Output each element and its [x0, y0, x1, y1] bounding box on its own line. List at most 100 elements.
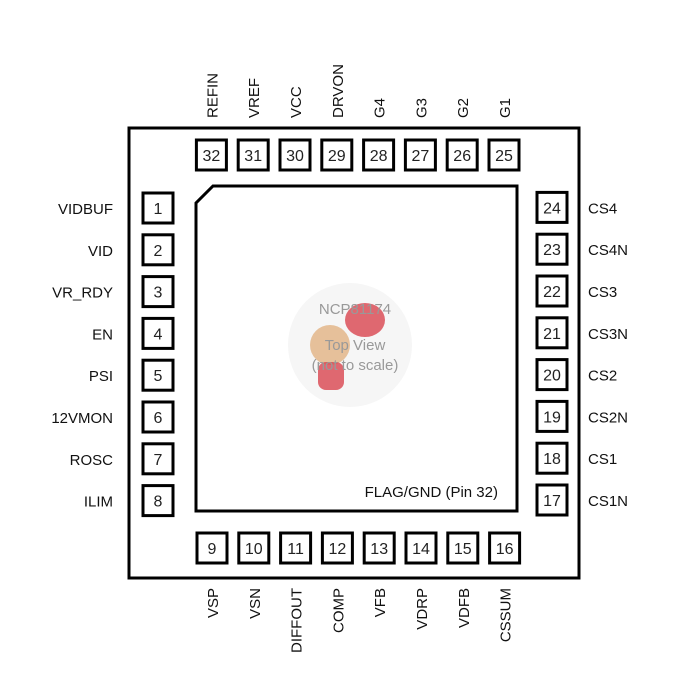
- pin-name: PSI: [89, 368, 113, 385]
- bear-icon: [310, 325, 350, 365]
- pin-5: 5 PSI: [89, 358, 175, 392]
- pin-name: ROSC: [70, 452, 114, 469]
- pin-name: CS3: [588, 284, 617, 301]
- pin-pad: [362, 531, 396, 565]
- pin-pad: [535, 190, 569, 224]
- flag-label: FLAG/GND (Pin 32): [365, 484, 498, 501]
- pin-pad: [445, 138, 479, 172]
- pin-number: 4: [154, 326, 163, 343]
- pin-name: CS4: [588, 200, 617, 217]
- pin-name: CS1N: [588, 493, 628, 510]
- pin-name: G3: [413, 98, 430, 118]
- pin-23: 23 CS4N: [535, 232, 628, 266]
- pin-number: 25: [495, 148, 513, 165]
- pin-name: CS1: [588, 451, 617, 468]
- pin-number: 8: [154, 494, 163, 511]
- pin-name: CSSUM: [498, 588, 515, 642]
- pin-pad: [320, 531, 354, 565]
- scale-note: (not to scale): [312, 357, 399, 374]
- pin-name: CS2: [588, 368, 617, 385]
- view-label: Top View: [325, 337, 386, 354]
- pin-number: 3: [154, 285, 163, 302]
- pin-31: 31 VREF: [236, 78, 270, 172]
- pin-number: 23: [543, 242, 561, 259]
- pin-number: 1: [154, 201, 163, 218]
- part-number: NCP81174: [319, 301, 391, 318]
- pin-name: ILIM: [84, 494, 113, 511]
- pin-number: 9: [208, 541, 217, 558]
- pin-name: DRVON: [330, 64, 347, 118]
- watermark: [288, 283, 412, 407]
- pin-19: 19 CS2N: [535, 399, 628, 433]
- pin-name: CS4N: [588, 242, 628, 259]
- package-outline: [127, 126, 581, 580]
- pin-number: 19: [543, 409, 561, 426]
- pin-4: 4EN: [92, 316, 175, 350]
- pin-name: VCC: [288, 86, 305, 118]
- pin-17: 17 CS1N: [535, 483, 628, 517]
- pin-number: 10: [245, 541, 263, 558]
- pin-name: VFB: [372, 588, 389, 617]
- pin-name: VSN: [247, 588, 264, 619]
- pin-pad: [141, 442, 175, 476]
- pin-number: 20: [543, 368, 561, 385]
- pin-number: 12: [329, 541, 347, 558]
- pin-number: 30: [286, 148, 304, 165]
- pin-pad: [487, 138, 521, 172]
- pin-number: 16: [496, 541, 514, 558]
- pin-24: 24 CS4: [535, 190, 617, 224]
- pin-number: 28: [370, 148, 388, 165]
- exposed-pad: [194, 184, 519, 513]
- pin-26: 26 G2: [445, 98, 479, 172]
- pin-number: 14: [412, 541, 430, 558]
- pin-number: 11: [287, 541, 304, 558]
- pin-name: VSP: [205, 588, 222, 618]
- pin-pad: [237, 531, 271, 565]
- pin-name: COMP: [330, 588, 347, 633]
- pin-number: 7: [154, 452, 163, 469]
- pin-8: 8 ILIM: [84, 484, 175, 518]
- pin-name: VR_RDY: [52, 285, 113, 302]
- pin-name: 12VMON: [51, 410, 113, 427]
- pin-number: 24: [543, 200, 561, 217]
- pin-pad: [535, 316, 569, 350]
- pin-name: G4: [372, 98, 389, 118]
- pin-pad: [278, 138, 312, 172]
- pin-number: 27: [412, 148, 430, 165]
- pin-name: G2: [455, 98, 472, 118]
- pin-pad: [488, 531, 522, 565]
- pin-name: VDRP: [414, 588, 431, 630]
- pin-pad: [535, 232, 569, 266]
- pin-pad: [535, 358, 569, 392]
- pin-name: REFIN: [204, 73, 221, 118]
- pin-pad: [362, 138, 396, 172]
- pin-pad: [194, 138, 228, 172]
- pin-3: 3 VR_RDY: [52, 275, 175, 309]
- pin-pad: [535, 274, 569, 308]
- pin-number: 31: [244, 148, 262, 165]
- pin-number: 17: [543, 493, 561, 510]
- pin-pad: [535, 441, 569, 475]
- pin-number: 13: [370, 541, 388, 558]
- pin-name: CS2N: [588, 409, 628, 426]
- pin-20: 20 CS2: [535, 358, 617, 392]
- pin-28: 28 G4: [362, 98, 396, 172]
- pin-number: 5: [154, 368, 163, 385]
- pin-pad: [141, 275, 175, 309]
- pin-number: 18: [543, 451, 561, 468]
- pin-number: 26: [453, 148, 471, 165]
- pin-name: VREF: [246, 78, 263, 118]
- pin-name: CS3N: [588, 326, 628, 343]
